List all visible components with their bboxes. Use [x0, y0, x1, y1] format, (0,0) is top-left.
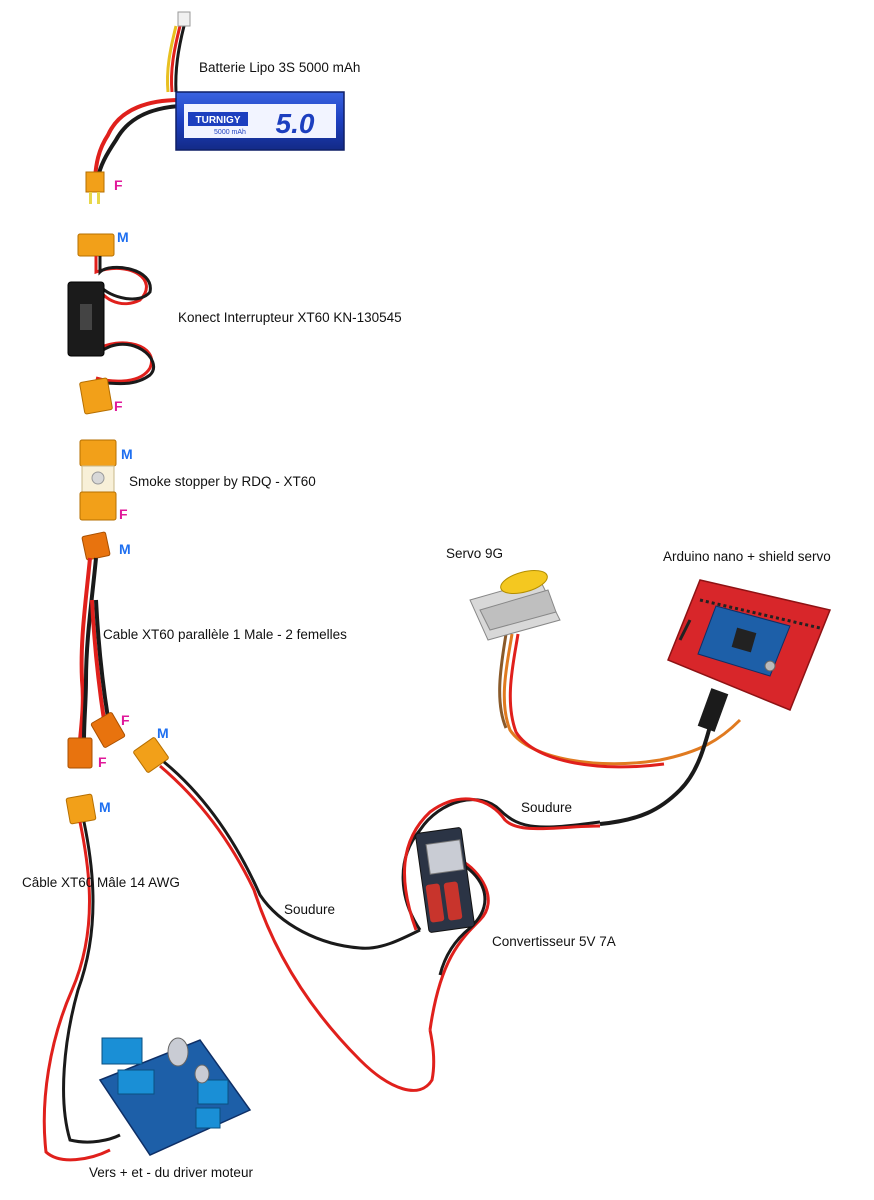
- solder-2-label: Soudure: [284, 902, 336, 917]
- male-cable-b: [42, 793, 121, 1162]
- smoke-stopper: [79, 439, 117, 521]
- switch-label: Konect Interrupteur XT60 KN-130545: [178, 310, 402, 325]
- servo: [469, 570, 742, 769]
- male-cable-a-gender: M: [157, 725, 169, 741]
- male-cable-b-label: Câble XT60 Mâle 14 AWG: [22, 875, 180, 890]
- smoke-stopper-label: Smoke stopper by RDQ - XT60: [129, 474, 316, 489]
- battery-label: Batterie Lipo 3S 5000 mAh: [199, 60, 361, 75]
- converter-label: Convertisseur 5V 7A: [492, 934, 616, 949]
- male-cable-b-gender: M: [99, 799, 111, 815]
- driver-label: Vers + et - du driver moteur: [89, 1165, 253, 1180]
- parallel-cable-out2-gender: F: [98, 754, 107, 770]
- converter: [401, 797, 601, 1031]
- solder-1-label: Soudure: [521, 800, 573, 815]
- battery-connector-gender: F: [114, 177, 123, 193]
- arduino: [599, 579, 832, 826]
- parallel-cable-out1-gender: F: [121, 712, 130, 728]
- battery-mah: 5000 mAh: [214, 129, 246, 136]
- switch-top-gender: M: [117, 229, 129, 245]
- switch-bottom-gender: F: [114, 398, 123, 414]
- parallel-cable-top-gender: M: [119, 541, 131, 557]
- parallel-cable-label: Cable XT60 parallèle 1 Male - 2 femelles: [103, 627, 347, 642]
- battery: TURNIGY 5.0 5000 mAh: [85, 11, 345, 204]
- servo-label: Servo 9G: [446, 546, 504, 561]
- arduino-label: Arduino nano + shield servo: [663, 549, 831, 564]
- driver: [98, 1037, 252, 1156]
- smoke-stopper-top-gender: M: [121, 446, 133, 462]
- smoke-stopper-bottom-gender: F: [119, 506, 128, 522]
- parallel-cable: [67, 531, 126, 769]
- switch: [67, 233, 156, 415]
- male-cable-a: [133, 737, 436, 1092]
- battery-capacity: 5.0: [276, 108, 315, 139]
- battery-brand: TURNIGY: [196, 115, 241, 126]
